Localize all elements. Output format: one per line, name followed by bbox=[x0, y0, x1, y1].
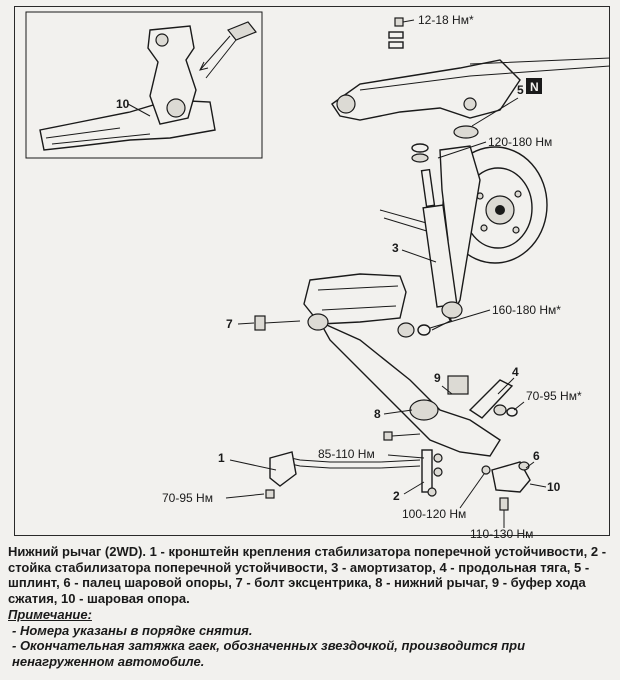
label-3: 3 bbox=[392, 241, 399, 255]
suspension-diagram: 10 N 5 bbox=[25, 11, 611, 540]
label-4: 4 bbox=[512, 365, 519, 379]
note-title: Примечание: bbox=[8, 607, 92, 622]
torque-160-180: 160-180 Нм* bbox=[492, 303, 561, 317]
note-line-2: - Окончательная затяжка гаек, обозначенн… bbox=[12, 638, 526, 669]
label-5: 5 bbox=[517, 83, 524, 97]
label-10: 10 bbox=[547, 480, 561, 494]
torque-70-95: 70-95 Нм bbox=[162, 491, 213, 505]
torque-labels: 12-18 Нм* 120-180 Нм 160-180 Нм* 70-95 Н… bbox=[162, 13, 582, 540]
torque-70-95-star: 70-95 Нм* bbox=[526, 389, 582, 403]
torque-85-110: 85-110 Нм bbox=[318, 447, 375, 461]
caption: Нижний рычаг (2WD). 1 - кронштейн крепле… bbox=[8, 544, 614, 669]
torque-120-180: 120-180 Нм bbox=[488, 135, 552, 149]
label-8: 8 bbox=[374, 407, 381, 421]
upper-assembly: N 5 bbox=[331, 17, 611, 322]
torque-12-18: 12-18 Нм* bbox=[418, 13, 474, 27]
stabilizer-assembly: 1 2 bbox=[218, 449, 443, 503]
note-line-1: - Номера указаны в порядке снятия. bbox=[12, 622, 253, 638]
figure-frame bbox=[14, 6, 610, 536]
label-10-inset: 10 bbox=[116, 97, 130, 111]
inset-view: 10 bbox=[25, 11, 263, 159]
label-9: 9 bbox=[434, 371, 441, 385]
lower-arm-assembly: 8 7 9 4 6 10 bbox=[226, 273, 561, 511]
badge-n: N bbox=[530, 80, 539, 94]
shock-absorber: 3 bbox=[392, 168, 463, 319]
label-2: 2 bbox=[393, 489, 400, 503]
torque-100-120: 100-120 Нм bbox=[402, 507, 466, 521]
label-6: 6 bbox=[533, 449, 540, 463]
caption-text: Нижний рычаг (2WD). 1 - кронштейн крепле… bbox=[8, 544, 607, 606]
label-1: 1 bbox=[218, 451, 225, 465]
torque-110-130: 110-130 Нм bbox=[470, 527, 533, 540]
label-7: 7 bbox=[226, 317, 233, 331]
